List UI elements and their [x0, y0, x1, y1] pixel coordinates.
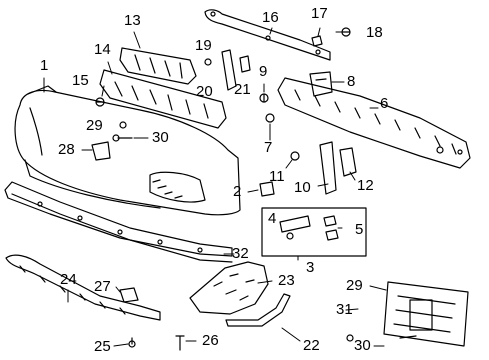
callout-31: 31 — [336, 301, 353, 318]
callout-21: 21 — [234, 81, 251, 98]
callout-23: 23 — [278, 272, 295, 289]
callout-24: 24 — [60, 271, 77, 288]
callout-28: 28 — [58, 141, 75, 158]
callout-29-upper: 29 — [86, 117, 103, 134]
impact-bar — [277, 77, 471, 169]
callout-7: 7 — [264, 139, 273, 156]
leader-lines — [43, 27, 387, 347]
callout-22: 22 — [303, 337, 320, 354]
callout-2: 2 — [233, 183, 242, 200]
callout-15: 15 — [72, 72, 89, 89]
screws — [128, 334, 417, 351]
callout-30-lower: 30 — [354, 337, 371, 354]
bumper-fascia — [14, 85, 241, 216]
callout-18: 18 — [366, 24, 383, 41]
license-bracket — [383, 281, 469, 347]
lower-strip — [4, 181, 233, 263]
callout-10: 10 — [294, 179, 311, 196]
callout-25: 25 — [94, 338, 111, 355]
callout-8: 8 — [347, 73, 356, 90]
callout-17: 17 — [311, 5, 328, 22]
callout-5: 5 — [355, 221, 364, 238]
inset-box — [261, 207, 367, 257]
callout-19: 19 — [195, 37, 212, 54]
callout-14: 14 — [94, 41, 111, 58]
callout-13: 13 — [124, 12, 141, 29]
push-nut — [119, 287, 139, 303]
callout-4: 4 — [268, 210, 277, 227]
callout-6: 6 — [380, 95, 389, 112]
air-deflector — [5, 254, 161, 321]
top-support-bar — [204, 9, 331, 61]
callout-20: 20 — [196, 83, 213, 100]
callout-26: 26 — [202, 332, 219, 349]
callout-16: 16 — [262, 9, 279, 26]
trim-strip — [225, 293, 291, 327]
callout-11: 11 — [269, 168, 285, 185]
callout-1: 1 — [40, 57, 49, 74]
callout-30-upper: 30 — [152, 129, 169, 146]
callout-3: 3 — [306, 259, 315, 276]
callout-9: 9 — [259, 63, 268, 80]
fog-lamp-bezel — [189, 261, 269, 315]
callout-27: 27 — [94, 278, 111, 295]
callout-29-lower: 29 — [346, 277, 363, 294]
callout-32: 32 — [232, 245, 249, 262]
callout-12: 12 — [357, 177, 374, 194]
upper-bracket — [99, 47, 227, 129]
